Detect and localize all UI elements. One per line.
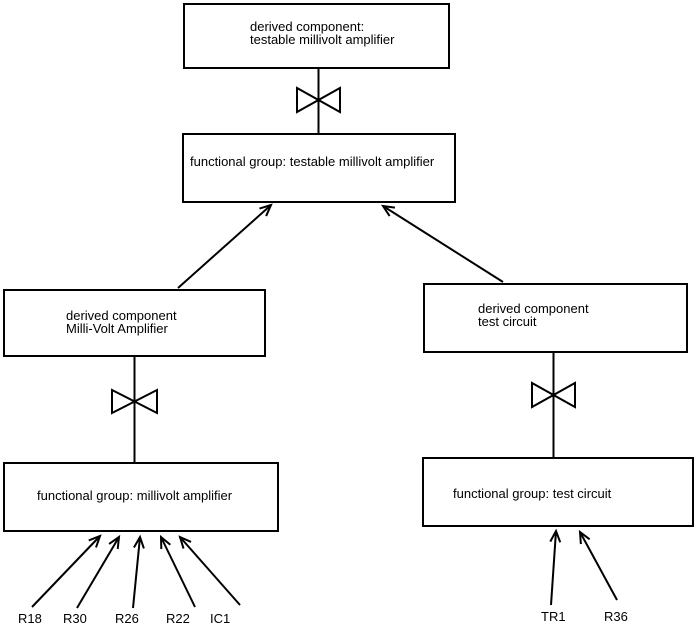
box-text-line: functional group: testable millivolt amp…: [190, 154, 435, 169]
box-text-line: test circuit: [478, 314, 537, 329]
component-label-tr1: TR1: [541, 609, 566, 624]
arrow-r18-to-millivolt-group: [31, 534, 102, 608]
component-label-r30: R30: [63, 611, 87, 626]
arrow-tr1-to-test-circuit-group: [549, 528, 562, 606]
arrow-r36-to-test-circuit-group: [578, 529, 618, 601]
arrow-millivolt-amplifier-to-testable-group: [177, 203, 273, 289]
box-text-line: testable millivolt amplifier: [250, 32, 395, 47]
box-functional-testable-millivolt-amplifier: functional group: testable millivolt amp…: [182, 133, 456, 203]
box-derived-testable-millivolt-amplifier: derived component: testable millivolt am…: [183, 3, 450, 69]
component-label-r26: R26: [115, 611, 139, 626]
box-text-line: functional group: test circuit: [453, 486, 612, 501]
arrow-r30-to-millivolt-group: [76, 534, 121, 609]
arrow-r26-to-millivolt-group: [132, 534, 145, 609]
box-functional-test-circuit: functional group: test circuit: [422, 457, 694, 527]
box-derived-test-circuit: derived component test circuit: [423, 283, 688, 353]
box-text-line: functional group: millivolt amplifier: [37, 488, 233, 503]
component-label-r22: R22: [166, 611, 190, 626]
component-label-ic1: IC1: [210, 611, 231, 626]
bowtie-decomposition-icon: [296, 86, 341, 114]
box-text-line: Milli-Volt Amplifier: [66, 321, 168, 336]
box-functional-millivolt-amplifier: functional group: millivolt amplifier: [3, 462, 279, 532]
bowtie-decomposition-icon: [531, 381, 576, 409]
arrow-ic1-to-millivolt-group: [178, 535, 241, 606]
box-text-line: derived component: [66, 308, 177, 323]
component-label-r36: R36: [604, 609, 628, 624]
box-text-line: derived component: [478, 301, 589, 316]
arrow-test-circuit-to-testable-group: [380, 204, 504, 283]
box-text-line: derived component:: [250, 19, 365, 34]
arrow-r22-to-millivolt-group: [159, 534, 196, 608]
box-derived-millivolt-amplifier: derived component Milli-Volt Amplifier: [3, 289, 266, 357]
bowtie-decomposition-icon: [111, 388, 158, 415]
component-label-r18: R18: [18, 611, 42, 626]
